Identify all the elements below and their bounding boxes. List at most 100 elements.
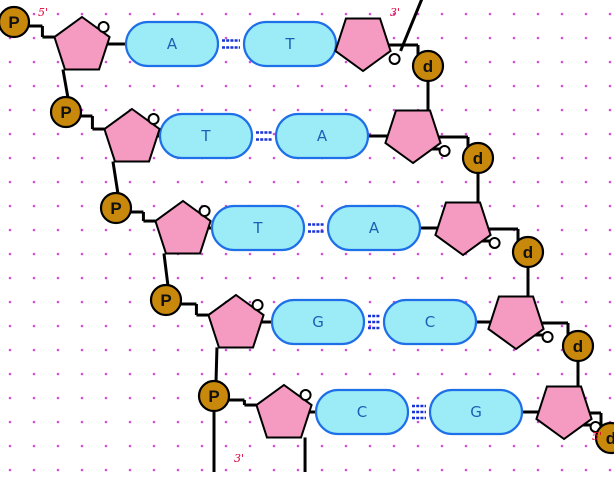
grid-dot [392, 108, 396, 112]
phosphate-group: P [99, 191, 133, 225]
left-base [158, 112, 254, 160]
grid-dot [416, 468, 420, 472]
grid-dot [200, 444, 204, 448]
grid-dot [584, 180, 588, 184]
grid-dot [272, 12, 276, 16]
grid-dot [488, 132, 492, 136]
right-base-label: C [425, 313, 435, 331]
grid-dot [368, 12, 372, 16]
grid-dot [536, 444, 540, 448]
deoxy-group: d [561, 329, 595, 363]
grid-dot [8, 276, 12, 280]
grid-dot [512, 132, 516, 136]
grid-dot [368, 108, 372, 112]
grid-dot [224, 84, 228, 88]
phosphate-circle [49, 95, 83, 129]
grid-dot [56, 300, 60, 304]
grid-dot [32, 420, 36, 424]
grid-dot [608, 84, 612, 88]
deoxy-label: d [423, 57, 433, 76]
grid-dot [104, 324, 108, 328]
grid-dot [320, 468, 324, 472]
grid-dot [224, 372, 228, 376]
grid-dot [80, 372, 84, 376]
grid-dot [392, 84, 396, 88]
grid-dot [56, 420, 60, 424]
grid-dot [104, 180, 108, 184]
grid-dot [536, 204, 540, 208]
grid-dot [608, 156, 612, 160]
grid-dot [56, 84, 60, 88]
grid-dot [392, 36, 396, 40]
grid-dot [176, 444, 180, 448]
grid-dot [560, 444, 564, 448]
grid-dot [248, 156, 252, 160]
right-bottom-end-label: 5' [592, 430, 602, 443]
grid-dot [80, 84, 84, 88]
grid-dot [200, 84, 204, 88]
grid-dot [512, 372, 516, 376]
grid-dot [368, 444, 372, 448]
grid-dot [392, 180, 396, 184]
grid-dot [104, 444, 108, 448]
grid-dot [56, 396, 60, 400]
grid-dot [104, 468, 108, 472]
grid-dot [32, 60, 36, 64]
grid-dot [464, 372, 468, 376]
phosphate-group: P [149, 283, 183, 317]
grid-dot [536, 348, 540, 352]
grid-dot [560, 324, 564, 328]
grid-dot [176, 12, 180, 16]
grid-dot [464, 12, 468, 16]
grid-dot [248, 60, 252, 64]
grid-dot [488, 348, 492, 352]
grid-dot [32, 324, 36, 328]
grid-dot [416, 396, 420, 400]
right-base-label: T [284, 35, 295, 53]
grid-dot [152, 396, 156, 400]
grid-dot [272, 132, 276, 136]
grid-dot [200, 276, 204, 280]
grid-dot [80, 276, 84, 280]
grid-dot [56, 180, 60, 184]
grid-dot [248, 372, 252, 376]
grid-dot [464, 60, 468, 64]
grid-dot [488, 252, 492, 256]
grid-dot [488, 276, 492, 280]
grid-dot [392, 276, 396, 280]
grid-dot [128, 180, 132, 184]
grid-dot [368, 252, 372, 256]
grid-dot [152, 156, 156, 160]
grid-dot [224, 108, 228, 112]
grid-dot [392, 372, 396, 376]
grid-dot [584, 372, 588, 376]
grid-dot [512, 84, 516, 88]
grid-dot [584, 60, 588, 64]
right-sugar [334, 17, 392, 73]
grid-dot [608, 252, 612, 256]
left-backbone-segment [61, 69, 70, 99]
grid-dot [248, 396, 252, 400]
grid-dot [128, 252, 132, 256]
grid-dot [272, 156, 276, 160]
grid-dot [608, 372, 612, 376]
deoxy-group: d [594, 421, 614, 455]
grid-dot [584, 300, 588, 304]
right-base [242, 20, 338, 68]
grid-dot [560, 108, 564, 112]
left-backbone [28, 24, 307, 472]
right-sugar [384, 109, 442, 165]
grid-dot [128, 84, 132, 88]
grid-dot [152, 204, 156, 208]
grid-dot [224, 12, 228, 16]
grid-dot [224, 60, 228, 64]
grid-dot [200, 348, 204, 352]
grid-dot [176, 372, 180, 376]
grid-dot [368, 372, 372, 376]
grid-dot [536, 228, 540, 232]
grid-dot [320, 444, 324, 448]
grid-dot [8, 204, 12, 208]
grid-dot [440, 132, 444, 136]
grid-dot [440, 180, 444, 184]
